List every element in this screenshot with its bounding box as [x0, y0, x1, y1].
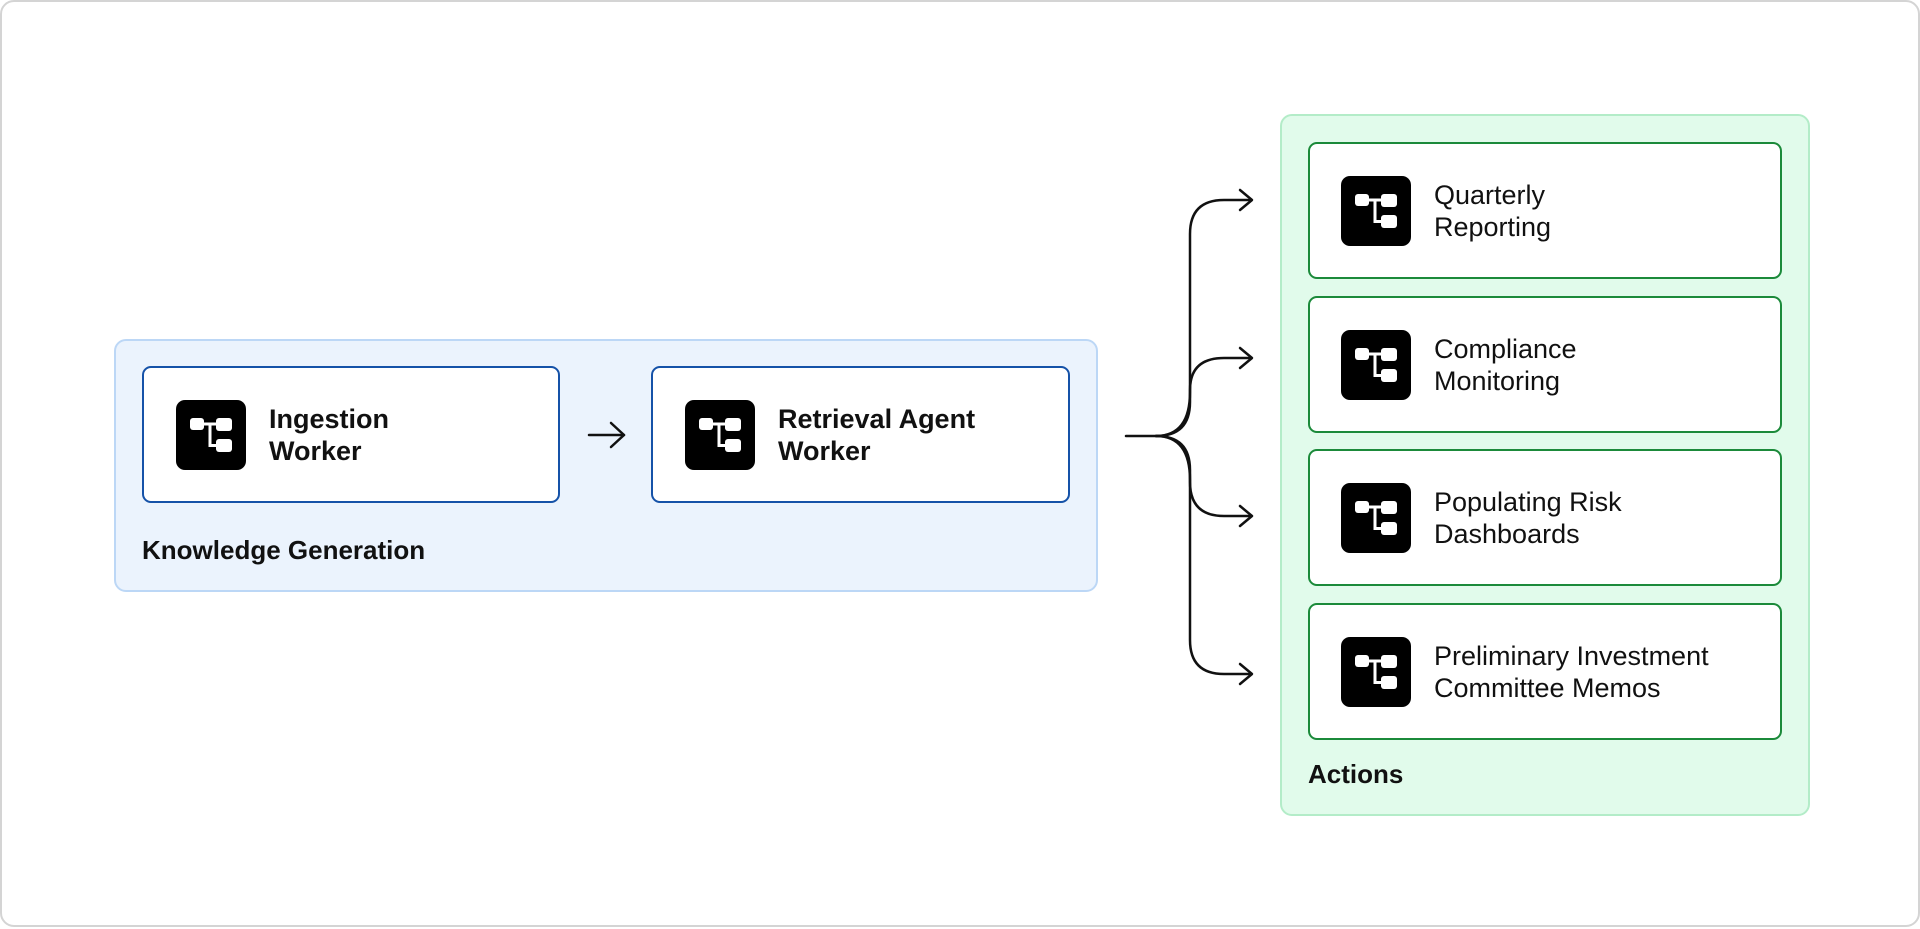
workflow-icon	[1341, 329, 1411, 400]
workflow-icon	[685, 399, 755, 470]
knowledge-generation-label: Knowledge Generation	[142, 535, 426, 565]
retrieval-agent-worker-label: Retrieval Agent Worker	[778, 403, 976, 466]
action-quarterly-reporting[interactable]: Quarterly Reporting	[1308, 142, 1782, 279]
fanout-connector	[1124, 198, 1252, 676]
action-preliminary-investment-committee-memos[interactable]: Preliminary Investment Committee Memos	[1308, 603, 1782, 740]
action-label: Populating Risk Dashboards	[1434, 486, 1622, 549]
workflow-icon	[176, 399, 246, 470]
ingestion-worker-node[interactable]: Ingestion Worker	[142, 366, 560, 503]
workflow-icon	[1341, 636, 1411, 707]
arrowhead-to-quarterly-reporting	[1238, 188, 1254, 212]
actions-label: Actions	[1308, 759, 1404, 789]
workflow-icon	[1341, 175, 1411, 246]
arrowhead-to-populating-risk-dashboards	[1238, 504, 1254, 528]
action-label: Compliance Monitoring	[1434, 333, 1577, 396]
action-label: Quarterly Reporting	[1434, 179, 1552, 242]
arrow-ingestion-to-retrieval	[587, 421, 626, 449]
action-label: Preliminary Investment Committee Memos	[1434, 640, 1709, 703]
action-compliance-monitoring[interactable]: Compliance Monitoring	[1308, 296, 1782, 433]
ingestion-worker-label: Ingestion Worker	[269, 403, 389, 466]
action-populating-risk-dashboards[interactable]: Populating Risk Dashboards	[1308, 449, 1782, 586]
arrowhead-to-compliance-monitoring	[1238, 346, 1254, 370]
arrowhead-to-committee-memos	[1238, 662, 1254, 686]
workflow-icon	[1341, 482, 1411, 553]
retrieval-agent-worker-node[interactable]: Retrieval Agent Worker	[651, 366, 1070, 503]
